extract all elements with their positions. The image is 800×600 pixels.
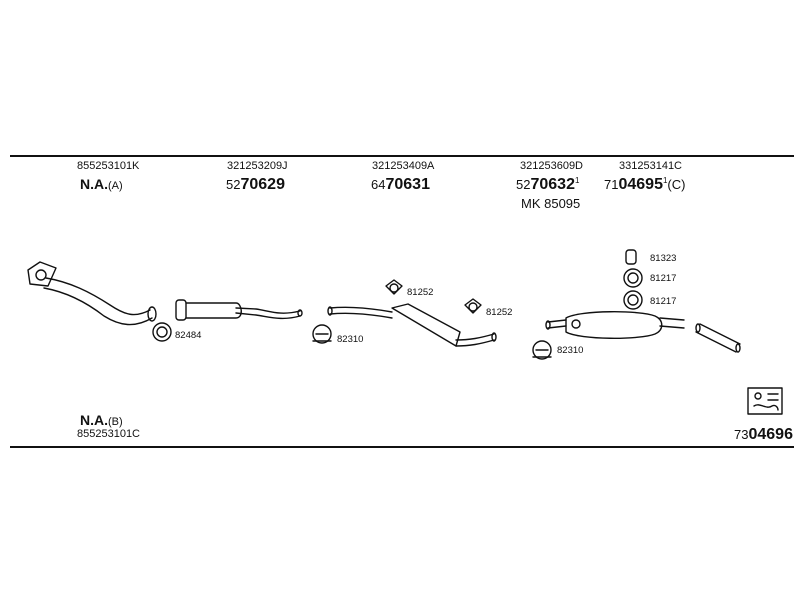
code-main: 70631 [385,176,430,193]
code-prefix: 73 [734,427,749,442]
code-prefix: 71 [604,177,619,192]
superscript: 1 [574,176,580,185]
oem-number-col5: 331253141C [619,160,683,172]
part-label-81217-lower: 81217 [650,296,677,307]
part-code-col3: 6470631 [371,176,430,194]
not-available-bottom: N.A.(B) [80,412,123,428]
na-text: N.A. [80,412,108,428]
part-label-82310-left: 82310 [337,334,364,345]
gasket-82484-part [152,322,172,342]
part-label-82310-right: 82310 [557,345,584,356]
oem-number-col1: 855253101K [77,160,140,172]
front-pipe-part [27,261,157,326]
clamp-82310-left-part [312,324,332,344]
code-main: 70629 [240,176,285,193]
mounting-kit-number: 7304696 [734,426,793,444]
code-main: 70632 [530,176,575,193]
part-label-81217-upper: 81217 [650,273,677,284]
code-prefix: 64 [371,177,386,192]
na-text: N.A. [80,176,108,192]
oem-number-col3: 321253409A [372,160,435,172]
code-main: 04696 [748,426,793,443]
rubber-ring-81217-upper-part [623,268,643,288]
top-rule [10,155,794,157]
hanger-81252-right-part [464,298,482,314]
code-prefix: 52 [226,177,241,192]
code-prefix: 52 [516,177,531,192]
rear-silencer-part [545,311,685,339]
rubber-ring-81217-lower-part [623,290,643,310]
mounting-kit-icon [747,387,783,415]
variant-label: (A) [108,180,123,192]
part-code-col2: 5270629 [226,176,285,194]
tail-pipe-part [695,323,741,353]
oem-number-col4: 321253609D [520,160,584,172]
part-label-81252-left: 81252 [407,287,434,298]
superscript: 1 [662,176,668,185]
hanger-81252-left-part [385,279,403,295]
rubber-mount-81323-part [625,249,637,265]
oem-number-col2: 321253209J [227,160,288,172]
middle-silencer-part [327,303,497,347]
clamp-82310-right-part [532,340,552,360]
part-label-81252-right: 81252 [486,307,513,318]
variant-label: (B) [108,416,123,428]
variant-label: (C) [667,177,686,192]
part-code-col5: 71046951(C) [604,176,685,194]
part-label-82484: 82484 [175,330,202,341]
not-available-col1: N.A.(A) [80,176,123,192]
part-code-col4: 52706321 [516,176,579,194]
code-main: 04695 [618,176,663,193]
mounting-kit-label: MK 85095 [521,196,581,211]
oem-number-bottom: 855253101C [77,428,141,440]
part-label-81323: 81323 [650,253,677,264]
front-silencer-part [175,299,303,321]
bottom-rule [10,446,794,448]
